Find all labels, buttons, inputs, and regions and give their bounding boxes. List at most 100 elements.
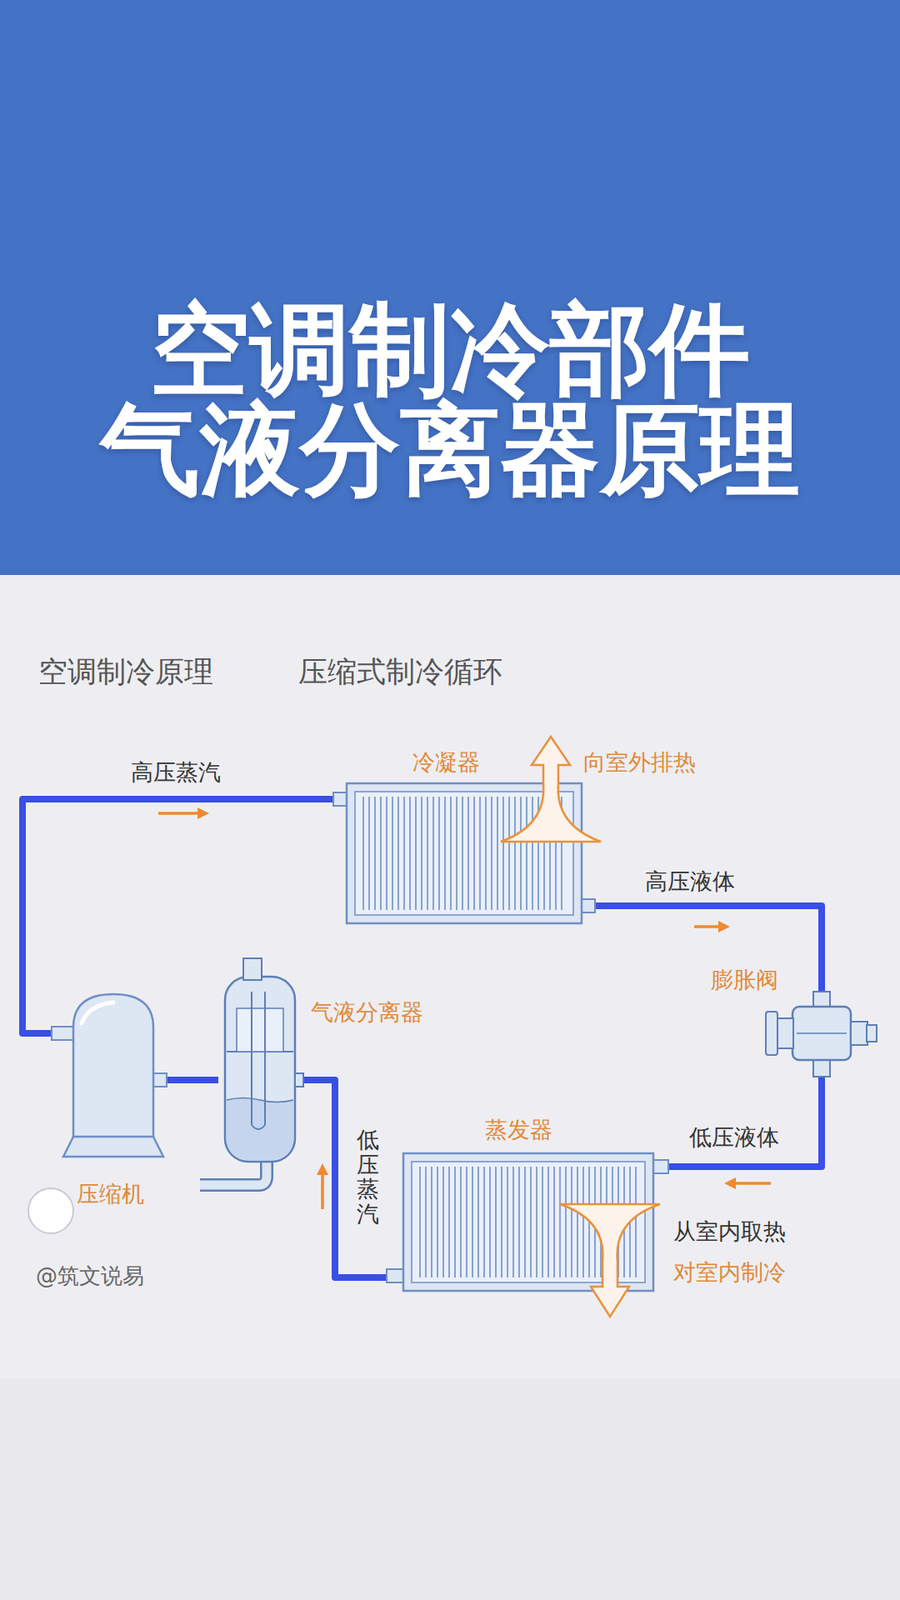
text-holder: @筑文说易 [35,1261,145,1291]
diagram-panel [0,575,900,1380]
text-holder: 空调制冷原理 [38,652,214,692]
flow-arrow [320,1170,325,1210]
fin [514,796,516,910]
fin [419,1166,421,1278]
fin [448,1166,450,1278]
pipe-stub [51,1026,75,1040]
text-holder: 从室内取热 [673,1216,786,1247]
part-name: 压缩机 [76,1179,145,1210]
fin [473,796,475,910]
refrigerant-pipe [581,905,822,992]
fin [576,1166,579,1278]
valve-disk [765,1011,778,1055]
flow-arrow [158,811,203,815]
text-holder: 高压蒸汽 [130,757,221,788]
fin [368,796,370,910]
fin [502,796,505,910]
fin [496,796,499,910]
flow-arrowhead [316,1163,329,1175]
fin [425,1166,427,1278]
fin [541,1166,544,1278]
fin [380,796,382,910]
expansion-valve-shape [763,991,880,1077]
note-label: 向室外排热 [583,747,696,778]
inner-tube [251,991,265,1130]
expansion-valve: 膨胀阀 [763,991,880,1077]
fin [485,796,487,910]
condenser-shape [346,783,582,924]
refrigerant-pipe [301,1080,404,1278]
text-holder: 气液分离器 [310,997,424,1028]
refrigerant-pipe [163,1080,219,1081]
fin [530,1166,532,1278]
subheading: 空调制冷原理 [38,652,214,692]
liquid-level [226,1098,294,1103]
fin [512,1166,515,1278]
avatar-circle [28,1188,74,1234]
text-holder: 向室外排热 [583,747,696,778]
fin [432,796,435,910]
valve-cap [850,1021,868,1045]
fin [489,1166,491,1278]
text-holder: 压缩式制冷循环 [298,652,503,692]
text-holder: 低压液体 [689,1122,780,1153]
title-text: 空调制冷部件 气液分离器原理 [0,300,900,500]
fin [500,1166,503,1278]
part-name: 冷凝器 [412,747,480,778]
heat-out-arrow [500,736,601,842]
pipe-label: 高压蒸汽 [130,757,221,788]
fin [477,1166,480,1278]
fin [454,1166,456,1278]
fin [409,796,411,910]
refrigerant-pipe [653,1076,822,1190]
valve-port [813,1058,830,1077]
fin [471,1166,474,1278]
flow-arrowhead [724,1177,736,1190]
text-holder: 膨胀阀 [710,965,779,995]
fin [467,796,470,910]
fin [426,796,429,910]
pipe-label: 高压液体 [645,866,735,897]
valve-seam [796,1032,847,1035]
compressor: 压缩机 [63,990,164,1159]
text-holder: 冷凝器 [412,747,480,778]
fin [525,796,528,910]
fin [483,1166,485,1278]
fin [444,796,446,910]
fin [391,796,394,910]
text-holder: 低压蒸汽 [356,1127,380,1227]
subheading: 压缩式制冷循环 [298,652,503,692]
fin [547,1166,550,1278]
fin [450,796,452,910]
fin [362,796,365,910]
fin [403,796,405,910]
pipe-label: 低压液体 [689,1122,780,1153]
refrigerant-pipe [22,799,347,1034]
fin [455,796,458,910]
inner-chamber [236,1008,284,1052]
fin [415,796,417,910]
fin [374,796,376,910]
note-label: 从室内取热 [673,1216,786,1247]
fin [559,1166,561,1278]
fin [438,796,440,910]
fin [520,796,522,910]
fin [436,1166,439,1278]
watermark: @筑文说易 [35,1261,145,1291]
valve-actuator [776,1018,794,1049]
pipe-line [581,905,822,992]
compressor-shell [73,994,154,1139]
pipe-label: 低压蒸汽 [356,1127,380,1227]
fin [460,1166,462,1278]
fin [442,1166,445,1278]
fin [508,796,510,910]
evaporator-shape [403,1153,654,1291]
note-label: 对室内制冷 [673,1257,786,1288]
fin [479,796,481,910]
part-name: 蒸发器 [485,1115,553,1145]
valve-body [792,1006,851,1060]
part-name: 气液分离器 [310,997,424,1028]
title-band [0,0,900,575]
pipe-line [653,1076,822,1167]
gas-liquid-separator: 气液分离器 [218,958,302,1167]
